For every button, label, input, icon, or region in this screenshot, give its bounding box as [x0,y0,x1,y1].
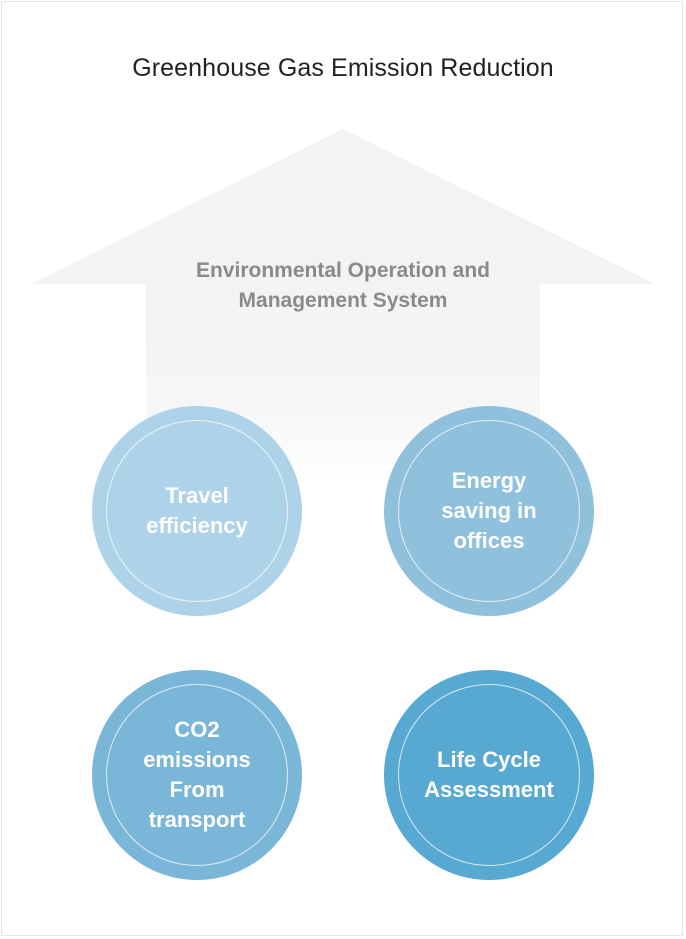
node-label: Travel efficiency [146,483,248,538]
node-travel-efficiency: Travel efficiency [92,406,302,616]
node-ring: Travel efficiency [106,420,288,602]
node-co2-transport: CO2 emissions From transport [92,670,302,880]
node-ring: Life Cycle Assessment [398,684,580,866]
house-roof [32,129,655,284]
node-label: Life Cycle Assessment [424,747,554,802]
node-ring: CO2 emissions From transport [106,684,288,866]
node-life-cycle-assessment: Life Cycle Assessment [384,670,594,880]
node-label: CO2 emissions From transport [143,717,251,832]
node-ring: Energy saving in offices [398,420,580,602]
diagram-title: Greenhouse Gas Emission Reduction [132,54,554,82]
house-label: Environmental Operation and Management S… [195,259,491,312]
node-energy-saving: Energy saving in offices [384,406,594,616]
node-label: Energy saving in offices [441,468,537,553]
